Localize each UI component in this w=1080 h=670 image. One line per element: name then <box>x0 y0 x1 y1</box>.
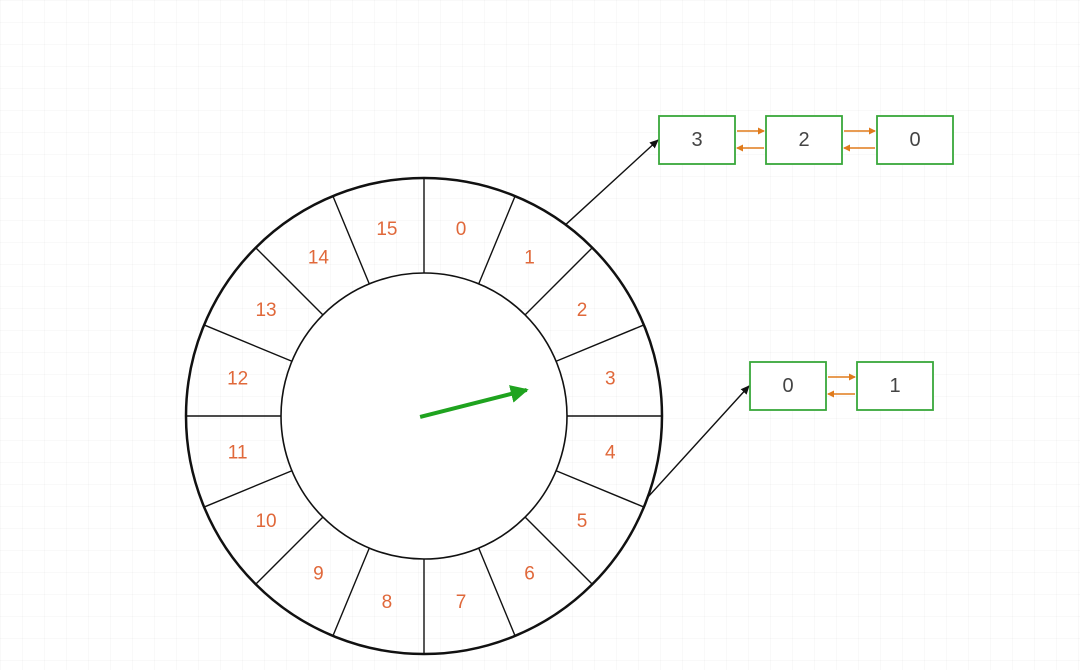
slot-divider <box>332 195 370 285</box>
slot-divider <box>555 324 645 362</box>
slot-label: 8 <box>382 592 393 613</box>
task-list: 3 2 0 <box>658 115 954 165</box>
list-node-value: 0 <box>909 129 920 151</box>
slot-label: 12 <box>227 368 248 389</box>
slot-to-list-connector <box>565 139 659 226</box>
list-node-value: 2 <box>798 129 809 151</box>
current-time-pointer <box>419 385 529 419</box>
list-node <box>856 361 934 411</box>
list-node <box>658 115 736 165</box>
list-node <box>876 115 954 165</box>
slot-divider <box>332 547 370 637</box>
slot-label: 13 <box>255 300 276 321</box>
slot-to-list-connector <box>647 385 750 498</box>
slot-label: 11 <box>228 443 248 464</box>
list-node-value: 3 <box>691 129 702 151</box>
slot-label: 6 <box>524 563 535 584</box>
slot-label: 14 <box>308 248 330 269</box>
slot-label: 2 <box>577 300 588 321</box>
slot-divider <box>478 547 516 637</box>
slot-divider <box>255 247 324 316</box>
slot-label: 1 <box>524 248 535 269</box>
slot-divider <box>524 516 593 585</box>
list-node <box>765 115 843 165</box>
slot-dividers <box>186 178 662 654</box>
slot-label: 9 <box>313 563 324 584</box>
list-node-value: 1 <box>889 375 900 397</box>
slot-divider <box>255 516 324 585</box>
slot-label: 3 <box>605 368 616 389</box>
slot-label: 4 <box>605 443 616 464</box>
list-node-value: 0 <box>782 375 793 397</box>
slot-divider <box>203 324 293 362</box>
slot-label: 5 <box>577 511 588 532</box>
slot-divider <box>203 470 293 508</box>
slot-divider <box>524 247 593 316</box>
list-node <box>749 361 827 411</box>
slot-label: 15 <box>376 219 397 240</box>
slot-label: 7 <box>456 592 467 613</box>
slot-label: 0 <box>456 219 467 240</box>
slot-divider <box>478 195 516 285</box>
slot-to-list-connectors <box>565 139 750 498</box>
slot-divider <box>555 470 645 508</box>
slot-label: 10 <box>255 511 276 532</box>
